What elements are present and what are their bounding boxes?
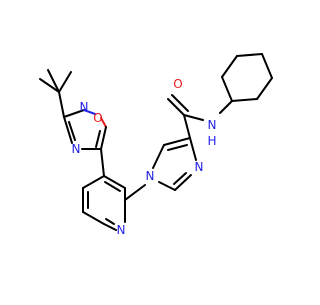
bond-carbonyl-to-amide-n bbox=[183, 114, 204, 121]
atom-n-imidazole-1: N bbox=[146, 169, 155, 183]
bond-im-c5-c4 bbox=[163, 137, 191, 146]
bond-amide-n-to-cyclohexyl bbox=[219, 100, 233, 114]
oxadiazole-ring bbox=[63, 109, 107, 150]
molecule-canvas: O N N O N H N N N bbox=[39, 53, 273, 237]
bond-oxa-c3-n2 bbox=[63, 109, 85, 118]
bond-oxa-c3-n4-double bbox=[68, 121, 76, 141]
molecule-structure: O N N O N H N N N bbox=[39, 53, 273, 237]
bond-oxa-c5-n4 bbox=[100, 126, 107, 150]
atom-n-pyridine: N bbox=[117, 223, 126, 237]
imidazole-ring bbox=[152, 137, 197, 191]
bond-cy-3-4 bbox=[236, 53, 263, 57]
bond-im-to-carbonyl bbox=[183, 114, 191, 139]
bond-im-n3-c2-double bbox=[173, 172, 187, 185]
atom-n-imidazole-3: N bbox=[195, 160, 204, 174]
bond-py-c6-n1 bbox=[103, 223, 117, 231]
pyridine-ring bbox=[82, 175, 126, 231]
atom-n-oxadiazole-lower: N bbox=[72, 142, 81, 156]
bond-cy-6-1 bbox=[231, 98, 258, 102]
bond-cy-1-2 bbox=[221, 76, 233, 102]
bond-py-c3-c4 bbox=[82, 175, 105, 189]
atom-h-amide: H bbox=[207, 134, 216, 148]
bond-py-c2-c3 bbox=[103, 175, 126, 189]
bond-carbonyl-co bbox=[167, 98, 185, 116]
bond-cy-4-5 bbox=[261, 53, 273, 79]
bond-im-c2-n1 bbox=[158, 181, 176, 191]
bond-py-c2-c3-double bbox=[104, 181, 121, 192]
bond-cy-2-3 bbox=[221, 55, 238, 78]
bond-tbu-methyl-right bbox=[58, 71, 72, 93]
bond-carbonyl-co-double bbox=[171, 94, 189, 112]
atom-n-oxadiazole-upper: N bbox=[80, 100, 89, 114]
bond-im-c4-n3 bbox=[189, 137, 197, 161]
bond-pyridine-to-imidazole bbox=[124, 184, 146, 201]
bond-oxa-to-pyridine bbox=[100, 148, 105, 177]
bond-oxa-n2-o1-a bbox=[83, 109, 96, 115]
bond-oxa-c5-n4-double bbox=[95, 130, 101, 148]
bond-cy-5-6 bbox=[256, 77, 273, 100]
bond-im-n1-c5 bbox=[152, 144, 165, 169]
bond-im-c5-c4-double bbox=[167, 144, 188, 151]
atom-o-oxadiazole: O bbox=[93, 111, 102, 125]
bond-im-n3-c2 bbox=[174, 174, 192, 191]
bond-oxa-o1-c5 bbox=[100, 117, 107, 128]
tert-butyl-group bbox=[39, 69, 72, 118]
atom-o-carbonyl: O bbox=[173, 77, 182, 91]
atom-n-amide: N bbox=[208, 118, 217, 132]
bond-py-c5-c6 bbox=[82, 211, 105, 225]
carboxamide-group bbox=[167, 94, 233, 139]
bond-tbu-to-ring bbox=[58, 91, 65, 118]
bond-py-c6-n1-double bbox=[105, 218, 115, 225]
atom-labels: O N N O N H N N N bbox=[72, 77, 217, 237]
bond-tbu-methyl-top bbox=[47, 69, 60, 93]
cyclohexane-ring bbox=[221, 53, 273, 102]
bond-tbu-methyl-left bbox=[39, 78, 60, 93]
bond-oxa-c3-n4 bbox=[63, 116, 73, 144]
